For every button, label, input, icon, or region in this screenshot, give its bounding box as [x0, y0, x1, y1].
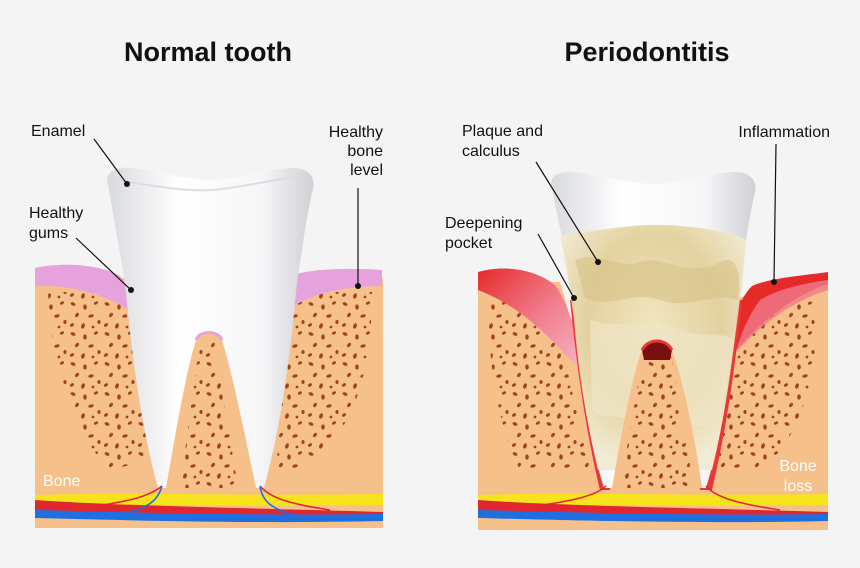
title-periodontitis: Periodontitis	[564, 37, 729, 67]
leader-dot-inflammation	[771, 279, 777, 285]
normal-tooth-panel: Enamel Healthy gums Healthy bone level B…	[29, 123, 383, 528]
label-deepening-2: pocket	[445, 235, 493, 252]
leader-dot-deepening	[571, 295, 577, 301]
label-healthy-gums-2: gums	[29, 225, 68, 242]
title-normal-tooth: Normal tooth	[124, 37, 292, 67]
label-bone: Bone	[43, 473, 80, 490]
label-plaque-2: calculus	[462, 143, 520, 160]
label-healthy-bone-3: level	[350, 162, 383, 179]
periodontitis-panel: Plaque and calculus Deepening pocket Inf…	[445, 123, 830, 530]
leader-inflammation	[774, 144, 776, 282]
label-healthy-bone-1: Healthy	[329, 124, 383, 141]
label-plaque-1: Plaque and	[462, 123, 543, 140]
label-enamel: Enamel	[31, 123, 85, 140]
label-bone-loss-2: loss	[784, 478, 812, 495]
leader-dot-enamel	[124, 181, 130, 187]
label-bone-loss-1: Bone	[779, 458, 816, 475]
leader-dot-healthy-bone	[355, 283, 361, 289]
label-healthy-bone-2: bone	[347, 143, 383, 160]
label-inflammation: Inflammation	[738, 124, 830, 141]
leader-dot-plaque	[595, 259, 601, 265]
label-deepening-1: Deepening	[445, 215, 522, 232]
label-healthy-gums-1: Healthy	[29, 205, 83, 222]
leader-dot-healthy-gums	[128, 287, 134, 293]
